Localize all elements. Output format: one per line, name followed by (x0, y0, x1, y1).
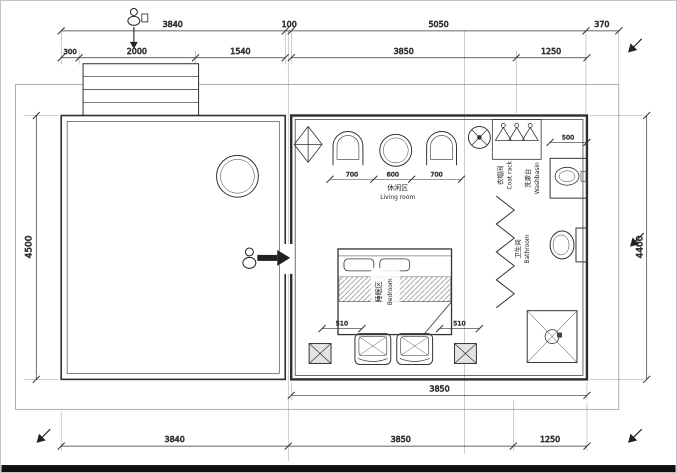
dim-living-furniture: 700 600 700 (326, 170, 466, 184)
section-marker-icon (36, 428, 51, 443)
dim-label: 300 (63, 48, 76, 56)
round-table (216, 154, 259, 198)
deck-furniture (216, 154, 259, 198)
toilet-fixture (549, 227, 588, 263)
dim-label: 4500 (24, 235, 34, 258)
room-labels: 休闲区 Living room 睡眠区 Bedroom 洗漱台 Washbasi… (370, 160, 541, 316)
bathroom-label-en: Bathroom (524, 234, 531, 264)
side-table (454, 343, 477, 364)
right-arrow-icon (277, 249, 291, 266)
round-table-inner (220, 159, 255, 194)
bedroom-chair (396, 333, 434, 365)
dim-bedside: 510 510 (318, 319, 484, 333)
dim-label: 3850 (429, 384, 449, 393)
living-room-furniture (293, 125, 491, 167)
dim-label: 5050 (428, 20, 448, 29)
main-module (290, 114, 589, 381)
dim-bottom-outer: 3840 3850 1250 (57, 435, 591, 451)
dim-label: 600 (387, 170, 399, 178)
section-marker-icon (628, 428, 643, 443)
ceiling-fan-icon (467, 125, 491, 149)
label-backing (370, 267, 400, 316)
deck-module (60, 114, 287, 381)
dim-top-inner: 300 2000 1540 3850 1250 (57, 46, 591, 62)
dim-label: 4400 (636, 235, 646, 258)
folding-screen (293, 125, 323, 163)
hanger-icon (508, 122, 526, 141)
dim-label: 3850 (394, 47, 414, 56)
hanger-icon (494, 122, 512, 141)
living-room-label-en: Living room (380, 194, 415, 201)
dim-label: 2000 (127, 47, 147, 56)
dim-label: 3840 (163, 20, 183, 29)
site-boundary (15, 84, 620, 410)
dim-left: 4500 (24, 111, 41, 384)
dim-label: 1540 (230, 47, 250, 56)
dim-top-outer: 3840 100 5050 370 (57, 20, 623, 35)
dim-label: 100 (282, 20, 297, 29)
coat-rack-label-zh: 衣帽间 (495, 166, 504, 185)
section-marker-icon (628, 38, 643, 53)
entry-person-icon (242, 247, 291, 269)
dim-label: 700 (346, 170, 358, 178)
partition-zigzag (495, 195, 516, 309)
hanger-icon (521, 122, 539, 141)
dim-label: 1250 (541, 47, 561, 56)
washbasin-label-zh: 洗漱台 (523, 169, 532, 188)
bedroom-label-zh: 睡眠区 (375, 281, 383, 302)
coffee-table-inner (383, 137, 409, 164)
lounge-chair (426, 130, 457, 166)
bedroom-chair (354, 333, 392, 365)
sheet-edge (1, 465, 676, 472)
dim-label: 510 (453, 320, 465, 328)
entrance-person-icon (127, 7, 149, 49)
down-arrow-icon (129, 41, 138, 49)
entry-steps (82, 63, 200, 117)
dim-label: 370 (594, 20, 609, 29)
dim-label: 700 (430, 170, 442, 178)
floor-drain (557, 332, 563, 338)
dim-right: 4400 (635, 111, 651, 384)
coat-rack-label-en: Coat rack (506, 160, 513, 189)
bathroom-label-zh: 卫生间 (513, 239, 522, 258)
dim-label: 500 (562, 133, 574, 141)
washbasin-fixture (549, 157, 588, 199)
shower-area (526, 310, 578, 363)
coffee-table (379, 133, 413, 167)
dim-label: 1250 (540, 435, 560, 444)
coat-rack-closet (491, 119, 542, 160)
building-walls (60, 63, 589, 381)
washbasin-label-en: Washbasin (534, 162, 541, 194)
living-room-label-zh: 休闲区 (387, 183, 408, 192)
dim-bottom-inner: 3850 (287, 384, 591, 400)
dim-washbasin: 500 (546, 133, 591, 147)
lounge-chair (332, 130, 364, 166)
pillow (343, 258, 375, 272)
side-table (308, 343, 332, 364)
dim-label: 3840 (165, 435, 185, 444)
bedroom-label-en: Bedroom (387, 278, 394, 305)
grid-extension-lines (23, 30, 644, 462)
dim-label: 3850 (391, 435, 411, 444)
dim-label: 510 (336, 320, 348, 328)
